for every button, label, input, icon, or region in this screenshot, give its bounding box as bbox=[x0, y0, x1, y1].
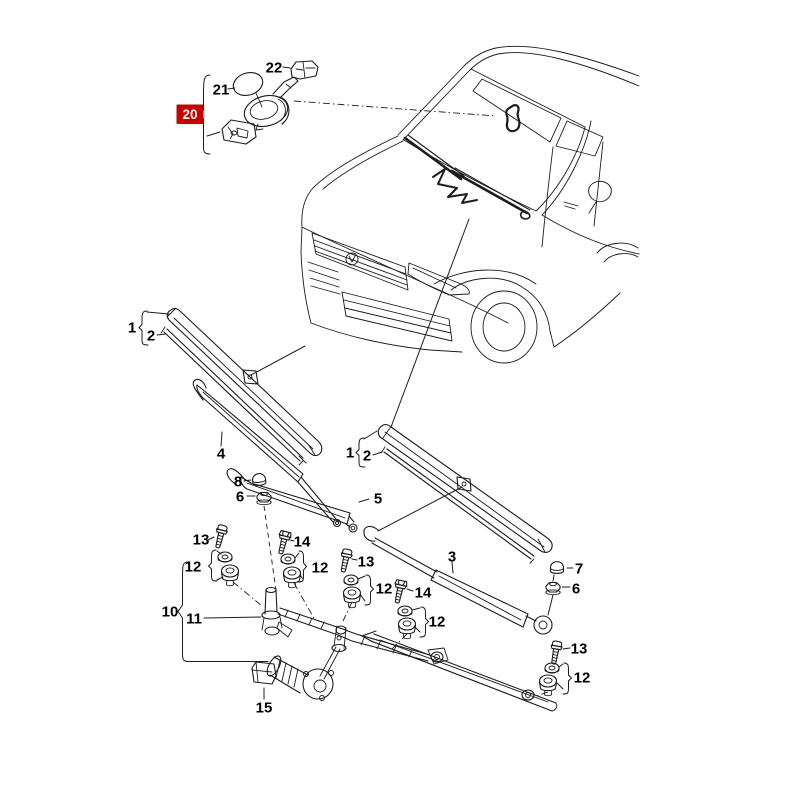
callout-20-label[interactable]: 20 bbox=[182, 107, 197, 122]
wiper-blade-left-group bbox=[160, 307, 323, 466]
blade-clip-left bbox=[242, 369, 259, 385]
grouping-braces bbox=[138, 74, 573, 695]
guide-lines bbox=[232, 100, 549, 698]
callout-2-refill-left[interactable]: 2 bbox=[147, 327, 155, 344]
motor-connector bbox=[251, 661, 277, 685]
callouts-layer: 1 2 4 1 2 5 8 6 3 7 6 13 12 14 12 13 12 … bbox=[128, 59, 591, 716]
nut-6-left-part bbox=[256, 491, 272, 506]
seal-ring-21-part bbox=[232, 72, 264, 96]
callout-13-b[interactable]: 13 bbox=[358, 553, 375, 570]
callout-3-arm[interactable]: 3 bbox=[448, 548, 456, 565]
callout-21-ring[interactable]: 21 bbox=[213, 81, 230, 98]
sensor-patch-on-glass bbox=[505, 104, 521, 133]
ball-socket bbox=[521, 689, 535, 701]
callout-4-arm[interactable]: 4 bbox=[217, 445, 226, 462]
callout-1-blade-left[interactable]: 1 bbox=[128, 319, 136, 336]
callout-22-connector[interactable]: 22 bbox=[266, 59, 283, 76]
callout-12-a[interactable]: 12 bbox=[185, 558, 202, 575]
callout-12-b[interactable]: 12 bbox=[312, 559, 329, 576]
wiper-on-car bbox=[403, 104, 531, 220]
callout-14-a[interactable]: 14 bbox=[294, 533, 311, 550]
callout-20-highlight-box[interactable] bbox=[176, 104, 204, 125]
pivot-11-part bbox=[261, 610, 281, 620]
wiper-arm-4 bbox=[192, 378, 342, 528]
callout-14-b[interactable]: 14 bbox=[415, 584, 432, 601]
cap-7-part bbox=[549, 561, 565, 574]
brace-callout-10 bbox=[177, 561, 269, 662]
wiper-blade-right-group bbox=[377, 424, 553, 564]
headlight bbox=[407, 262, 470, 296]
wiper-arm-3 bbox=[363, 525, 553, 635]
vehicle-outline bbox=[300, 45, 640, 364]
callout-8-cap[interactable]: 8 bbox=[234, 473, 242, 490]
callout-13-c[interactable]: 13 bbox=[571, 640, 588, 657]
front-wheel bbox=[470, 290, 538, 364]
leader-lines bbox=[146, 66, 574, 700]
callout-12-c[interactable]: 12 bbox=[376, 580, 393, 597]
link-rod-group bbox=[361, 630, 558, 712]
callout-5-arm[interactable]: 5 bbox=[374, 490, 382, 507]
callout-6-nut-right[interactable]: 6 bbox=[572, 580, 580, 597]
side-mirror bbox=[588, 180, 612, 203]
callout-6-nut-left[interactable]: 6 bbox=[236, 488, 244, 505]
brand-emblem bbox=[345, 252, 359, 266]
wiper-arm-5 bbox=[226, 468, 358, 533]
rain-sensor-group bbox=[221, 60, 319, 145]
callout-20-highlighted[interactable]: 20 bbox=[176, 104, 204, 125]
callout-12-d[interactable]: 12 bbox=[429, 613, 446, 630]
callout-7-cap[interactable]: 7 bbox=[575, 560, 583, 577]
callout-15-motor[interactable]: 15 bbox=[256, 699, 273, 716]
grille bbox=[311, 232, 409, 291]
sensor-body-part bbox=[243, 94, 289, 128]
blade-clip-right bbox=[456, 476, 472, 492]
callout-1-blade-right[interactable]: 1 bbox=[346, 444, 354, 461]
sensor-holder-part bbox=[221, 119, 257, 145]
callout-11-pivot[interactable]: 11 bbox=[186, 610, 202, 627]
callout-12-e[interactable]: 12 bbox=[574, 669, 591, 686]
callout-13-a[interactable]: 13 bbox=[193, 531, 210, 548]
nut-6-right-part bbox=[545, 581, 561, 596]
callout-2-refill-right[interactable]: 2 bbox=[363, 447, 371, 464]
callout-10-linkage[interactable]: 10 bbox=[162, 603, 179, 620]
